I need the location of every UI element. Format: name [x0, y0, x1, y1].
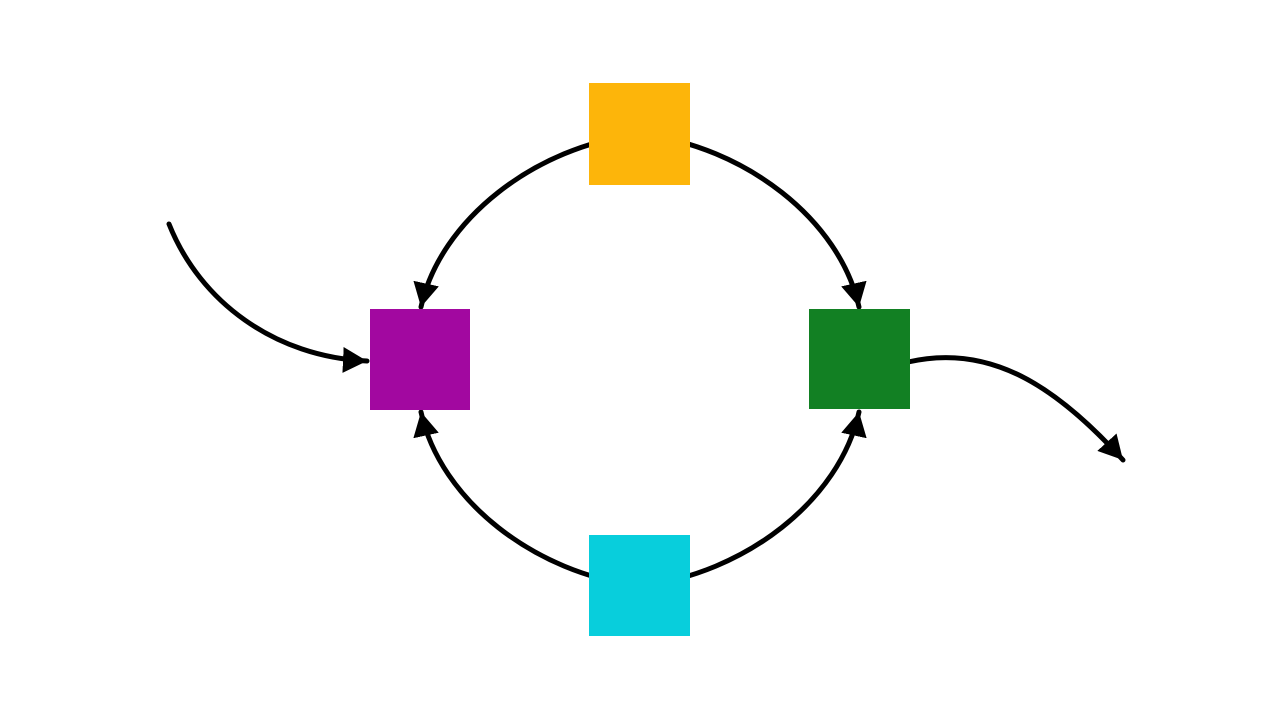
- node-top-orange: [589, 83, 690, 185]
- node-bottom-cyan: [589, 535, 690, 636]
- node-right-green: [809, 309, 910, 409]
- edges-layer: [166, 131, 1126, 589]
- edge-inflow: [166, 221, 370, 373]
- nodes-layer: [370, 83, 910, 636]
- edge-outflow: [905, 355, 1126, 463]
- node-left-purple: [370, 309, 470, 410]
